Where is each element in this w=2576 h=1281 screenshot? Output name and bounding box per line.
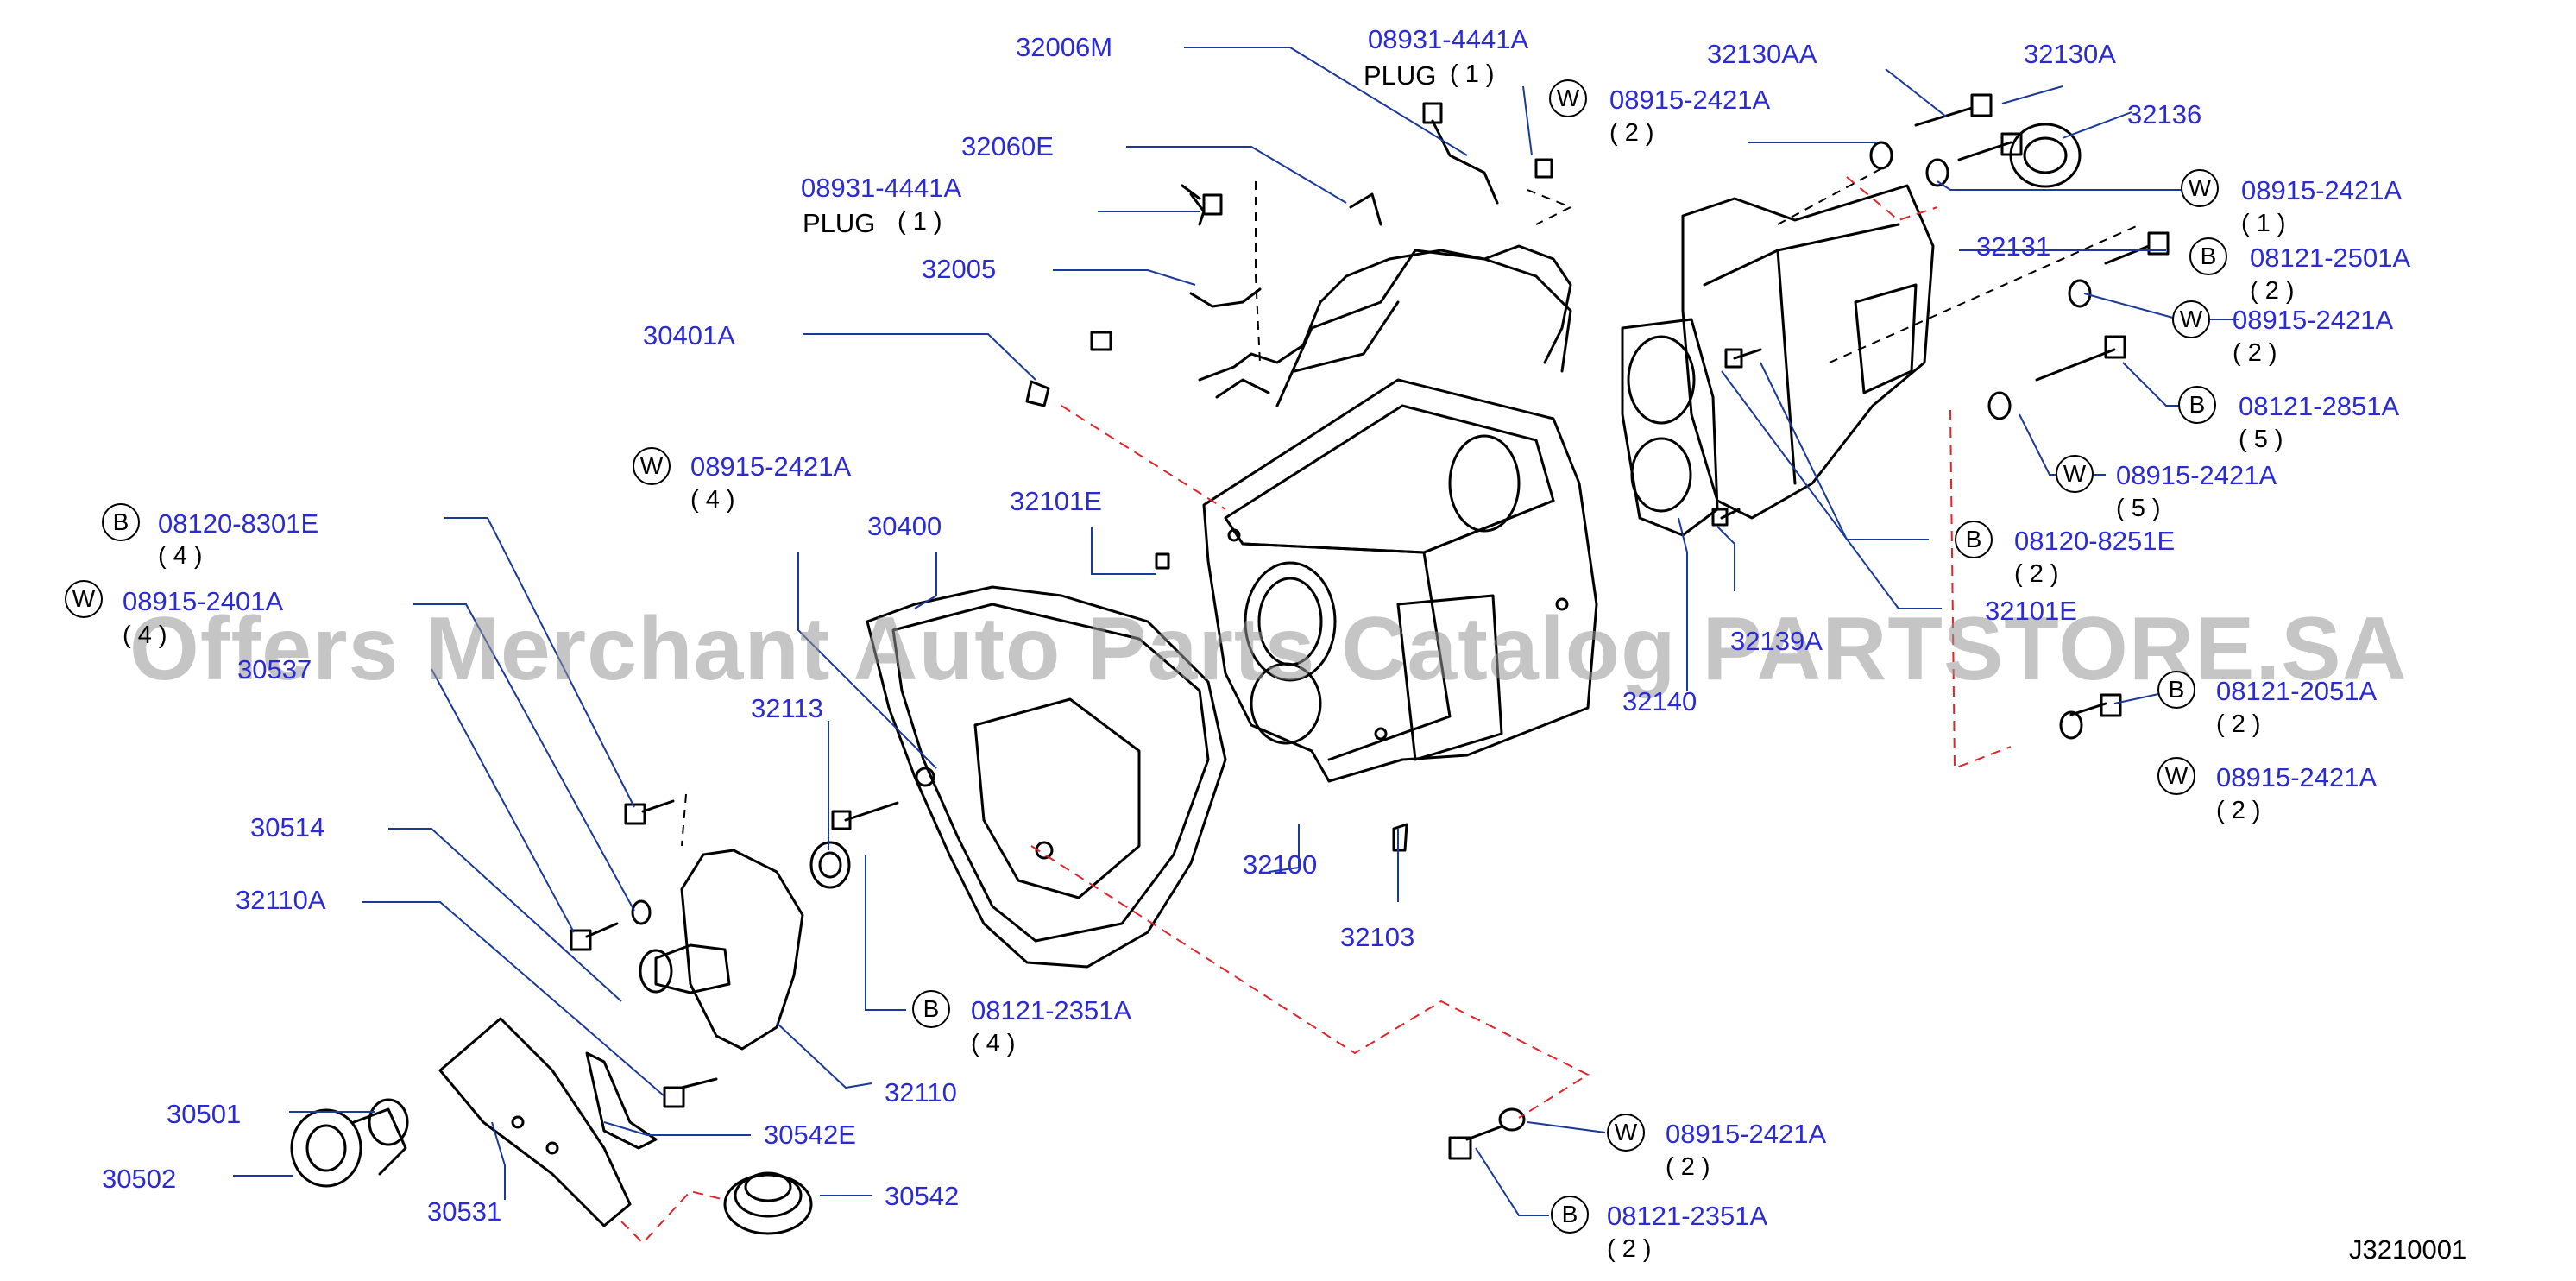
part-08915-r3-qty: ( 5 ) xyxy=(2116,495,2161,522)
part-32110[interactable]: 32110 xyxy=(885,1077,957,1107)
plug-left: PLUG xyxy=(803,208,876,238)
part-08931-top[interactable]: 08931-4441A xyxy=(1368,24,1529,54)
part-08915-bot-qty: ( 2 ) xyxy=(1666,1153,1710,1181)
part-32110A[interactable]: 32110A xyxy=(236,885,326,915)
bolt-badge: B xyxy=(2157,671,2195,709)
part-08915-r3[interactable]: 08915-2421A xyxy=(2116,460,2277,490)
washer-badge: W xyxy=(2172,300,2210,338)
washer-badge: W xyxy=(1607,1114,1645,1152)
part-30401A[interactable]: 30401A xyxy=(643,320,735,350)
part-08120-8251[interactable]: 08120-8251E xyxy=(2014,526,2176,556)
washer-badge: W xyxy=(2056,455,2094,493)
part-08121-2351[interactable]: 08121-2351A xyxy=(971,995,1132,1025)
part-08121-2851[interactable]: 08121-2851A xyxy=(2239,391,2400,421)
part-32140[interactable]: 32140 xyxy=(1622,686,1697,716)
part-08915-r1[interactable]: 08915-2421A xyxy=(2241,175,2403,205)
plug-top-qty: ( 1 ) xyxy=(1450,60,1495,88)
release-fork-30531 xyxy=(438,1017,632,1227)
part-08120-8251-qty: ( 2 ) xyxy=(2014,560,2059,588)
part-08915-top-qty: ( 2 ) xyxy=(1609,119,1654,147)
part-08915-r2[interactable]: 08915-2421A xyxy=(2233,305,2394,335)
rear-extension-32131 xyxy=(1621,184,1935,537)
part-32130AA[interactable]: 32130AA xyxy=(1707,39,1817,69)
part-32139A[interactable]: 32139A xyxy=(1730,626,1823,656)
part-08915-2401[interactable]: 08915-2401A xyxy=(123,586,284,616)
bolt-badge: B xyxy=(2189,237,2227,275)
part-32006M[interactable]: 32006M xyxy=(1016,32,1113,62)
front-cover-32110 xyxy=(639,849,804,1051)
clutch-housing-30400 xyxy=(866,585,1227,969)
bolt-badge: B xyxy=(1955,521,1993,558)
plug-left-qty: ( 1 ) xyxy=(898,208,942,236)
part-08121-2351-bot[interactable]: 08121-2351A xyxy=(1607,1201,1768,1231)
washer-badge: W xyxy=(65,580,103,618)
part-08915-r4-qty: ( 2 ) xyxy=(2216,797,2261,824)
washers xyxy=(631,141,2092,1132)
part-32103[interactable]: 32103 xyxy=(1340,922,1415,952)
transmission-case-32100 xyxy=(1202,249,1598,783)
part-32100[interactable]: 32100 xyxy=(1243,849,1318,880)
part-08120-8301[interactable]: 08120-8301E xyxy=(158,508,319,539)
part-08120-8301-qty: ( 4 ) xyxy=(158,542,203,570)
part-30501[interactable]: 30501 xyxy=(167,1099,242,1129)
part-32130A[interactable]: 32130A xyxy=(2024,39,2116,69)
part-32136[interactable]: 32136 xyxy=(2127,99,2202,129)
bolts xyxy=(570,93,2170,1160)
small-parts xyxy=(1025,102,1553,852)
diagram-code: J3210001 xyxy=(2349,1234,2467,1265)
part-32113[interactable]: 32113 xyxy=(751,693,823,723)
seal-32113 xyxy=(809,841,851,889)
washer-badge: W xyxy=(633,447,671,485)
part-08915-r1-qty: ( 1 ) xyxy=(2241,210,2286,237)
part-08915-mid[interactable]: 08915-2421A xyxy=(690,451,852,482)
part-08121-2501-qty: ( 2 ) xyxy=(2250,277,2295,305)
part-32005[interactable]: 32005 xyxy=(922,254,997,284)
washer-badge: W xyxy=(2181,169,2219,207)
washer-badge: W xyxy=(2157,757,2195,795)
boot-30542 xyxy=(723,1171,813,1235)
part-08931-left[interactable]: 08931-4441A xyxy=(801,173,962,203)
part-30542[interactable]: 30542 xyxy=(885,1181,960,1211)
part-08915-mid-qty: ( 4 ) xyxy=(690,486,735,514)
part-32131[interactable]: 32131 xyxy=(1976,231,2051,262)
assembly-guides xyxy=(620,176,2012,1245)
bolt-badge: B xyxy=(2178,386,2216,424)
part-08915-r2-qty: ( 2 ) xyxy=(2233,339,2277,367)
part-08121-2351-bot-qty: ( 2 ) xyxy=(1607,1235,1652,1263)
clip-30542E xyxy=(585,1051,658,1150)
bolt-badge: B xyxy=(1551,1196,1589,1234)
plug-top: PLUG xyxy=(1364,60,1437,91)
release-bearing-30502 xyxy=(290,1098,409,1188)
part-08121-2501[interactable]: 08121-2501A xyxy=(2250,243,2411,273)
part-08121-2351-qty: ( 4 ) xyxy=(971,1030,1016,1057)
part-30514[interactable]: 30514 xyxy=(250,812,325,842)
part-08915-top[interactable]: 08915-2421A xyxy=(1609,85,1771,115)
part-08121-2851-qty: ( 5 ) xyxy=(2239,426,2283,453)
part-08121-2051-qty: ( 2 ) xyxy=(2216,710,2261,738)
bolt-badge: B xyxy=(102,503,140,541)
part-30400[interactable]: 30400 xyxy=(867,511,942,541)
part-32101E-left[interactable]: 32101E xyxy=(1010,486,1102,516)
part-30537[interactable]: 30537 xyxy=(237,654,312,685)
bolt-badge: B xyxy=(912,990,950,1028)
part-08915-r4[interactable]: 08915-2421A xyxy=(2216,762,2378,792)
part-08121-2051[interactable]: 08121-2051A xyxy=(2216,676,2378,706)
part-30542E[interactable]: 30542E xyxy=(764,1120,856,1150)
part-08915-bot[interactable]: 08915-2421A xyxy=(1666,1119,1827,1149)
part-32101E-right[interactable]: 32101E xyxy=(1985,596,2077,626)
part-32060E[interactable]: 32060E xyxy=(961,131,1054,161)
part-30502[interactable]: 30502 xyxy=(102,1164,177,1194)
watermark: Offers Merchant Auto Parts Catalog PARTS… xyxy=(129,599,2408,699)
black-guides xyxy=(681,163,2141,847)
part-30531[interactable]: 30531 xyxy=(427,1196,502,1227)
washer-badge: W xyxy=(1549,79,1587,117)
part-08915-2401-qty: ( 4 ) xyxy=(123,622,167,649)
